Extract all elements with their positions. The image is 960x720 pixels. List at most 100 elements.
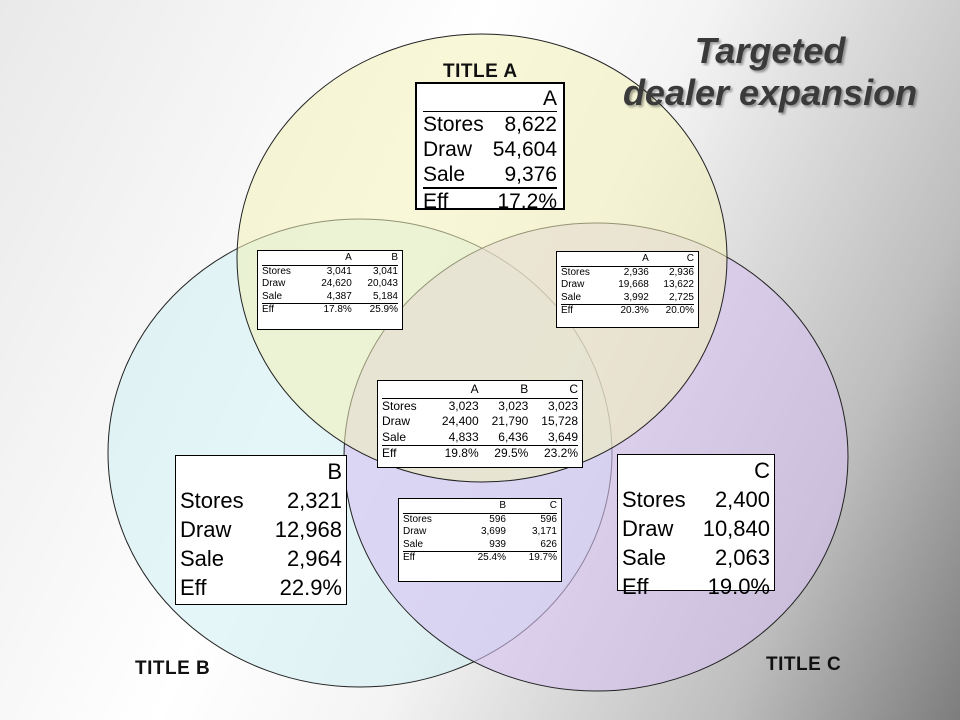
row-label: Draw [403,526,427,537]
column-header: C [505,500,557,514]
cell-value: 20.0% [648,304,694,318]
column-header: B [454,500,506,514]
column-header: A [603,253,649,267]
cell-value: 21,790 [491,414,529,428]
table-row-stores: Stores 2,400 [622,485,770,514]
cell-value: 3,023 [498,398,529,413]
cell-value: 2,964 [286,546,342,571]
row-label: Draw [180,517,232,542]
cell-value: 3,699 [480,526,506,537]
row-label: Sale [382,429,407,444]
cell-value: 6,436 [498,429,529,444]
column-header: C [648,253,694,267]
column-header: B [351,252,398,266]
row-label: Sale [622,545,667,570]
row-label: Sale [423,163,466,186]
row-label: Sale [180,546,225,571]
table-row-sale: Sale 9,376 [423,162,557,188]
cell-value: 8,622 [504,113,557,136]
column-header: A [305,252,352,266]
cell-value: 20,043 [367,278,398,289]
row-label: Eff [180,575,207,600]
table-header-row: A [423,86,557,112]
cell-value: 3,992 [623,291,649,303]
cell-value: 3,041 [372,265,398,277]
table-row-stores: Stores 3,041 3,041 [262,265,398,278]
table-row-sale: Sale 2,964 [180,544,342,573]
row-label: Stores [622,487,686,512]
cell-value: 3,023 [448,398,479,413]
circle-a [236,33,728,483]
cell-value: 3,649 [547,429,578,444]
row-label: Draw [423,138,473,161]
cell-value: 939 [489,538,506,550]
cell-value: 3,041 [326,265,352,277]
column-header: A [428,382,479,399]
cell-value: 12,968 [274,517,342,542]
corner-cell [403,500,455,514]
cell-value: 24,620 [321,278,352,289]
table-header-row: B [180,457,342,486]
cell-value: 2,400 [714,487,770,512]
cell-value: 596 [540,513,557,525]
cell-value: 3,023 [547,398,578,413]
cell-value: 13,622 [663,279,694,290]
row-label: Eff [382,445,429,462]
column-header: B [327,459,342,484]
row-label: Eff [423,187,489,214]
cell-value: 4,387 [326,290,352,302]
cell-value: 2,725 [668,291,694,303]
row-label: Eff [262,303,306,317]
row-label: Stores [262,265,291,277]
column-header: B [478,382,529,399]
row-label: Eff [561,304,604,318]
row-label: Sale [561,291,582,303]
corner-cell [382,382,429,399]
corner-cell [423,86,489,112]
cell-value: 596 [489,513,506,525]
cell-value: 19,668 [618,279,649,290]
cell-value: 3,171 [531,526,557,537]
slide-title-line1: Targeted [694,30,846,71]
corner-cell [622,456,694,485]
corner-cell [561,253,604,267]
row-label: Stores [403,513,432,525]
corner-cell [180,457,259,486]
row-label: Sale [262,290,283,302]
cell-value: 17.8% [305,303,352,317]
set-title-b: TITLE B [135,658,211,679]
cell-value: 22.9% [279,575,342,600]
cell-value: 9,376 [504,163,557,186]
cell-value: 2,321 [286,488,342,513]
cell-value: 20.3% [603,304,649,318]
slide-title: Targeted dealer expansion [600,30,940,114]
table-row-eff: Eff 22.9% [180,573,342,602]
cell-value: 2,063 [714,545,770,570]
set-title-a: TITLE A [443,61,518,82]
cell-value: 25.4% [454,551,506,565]
